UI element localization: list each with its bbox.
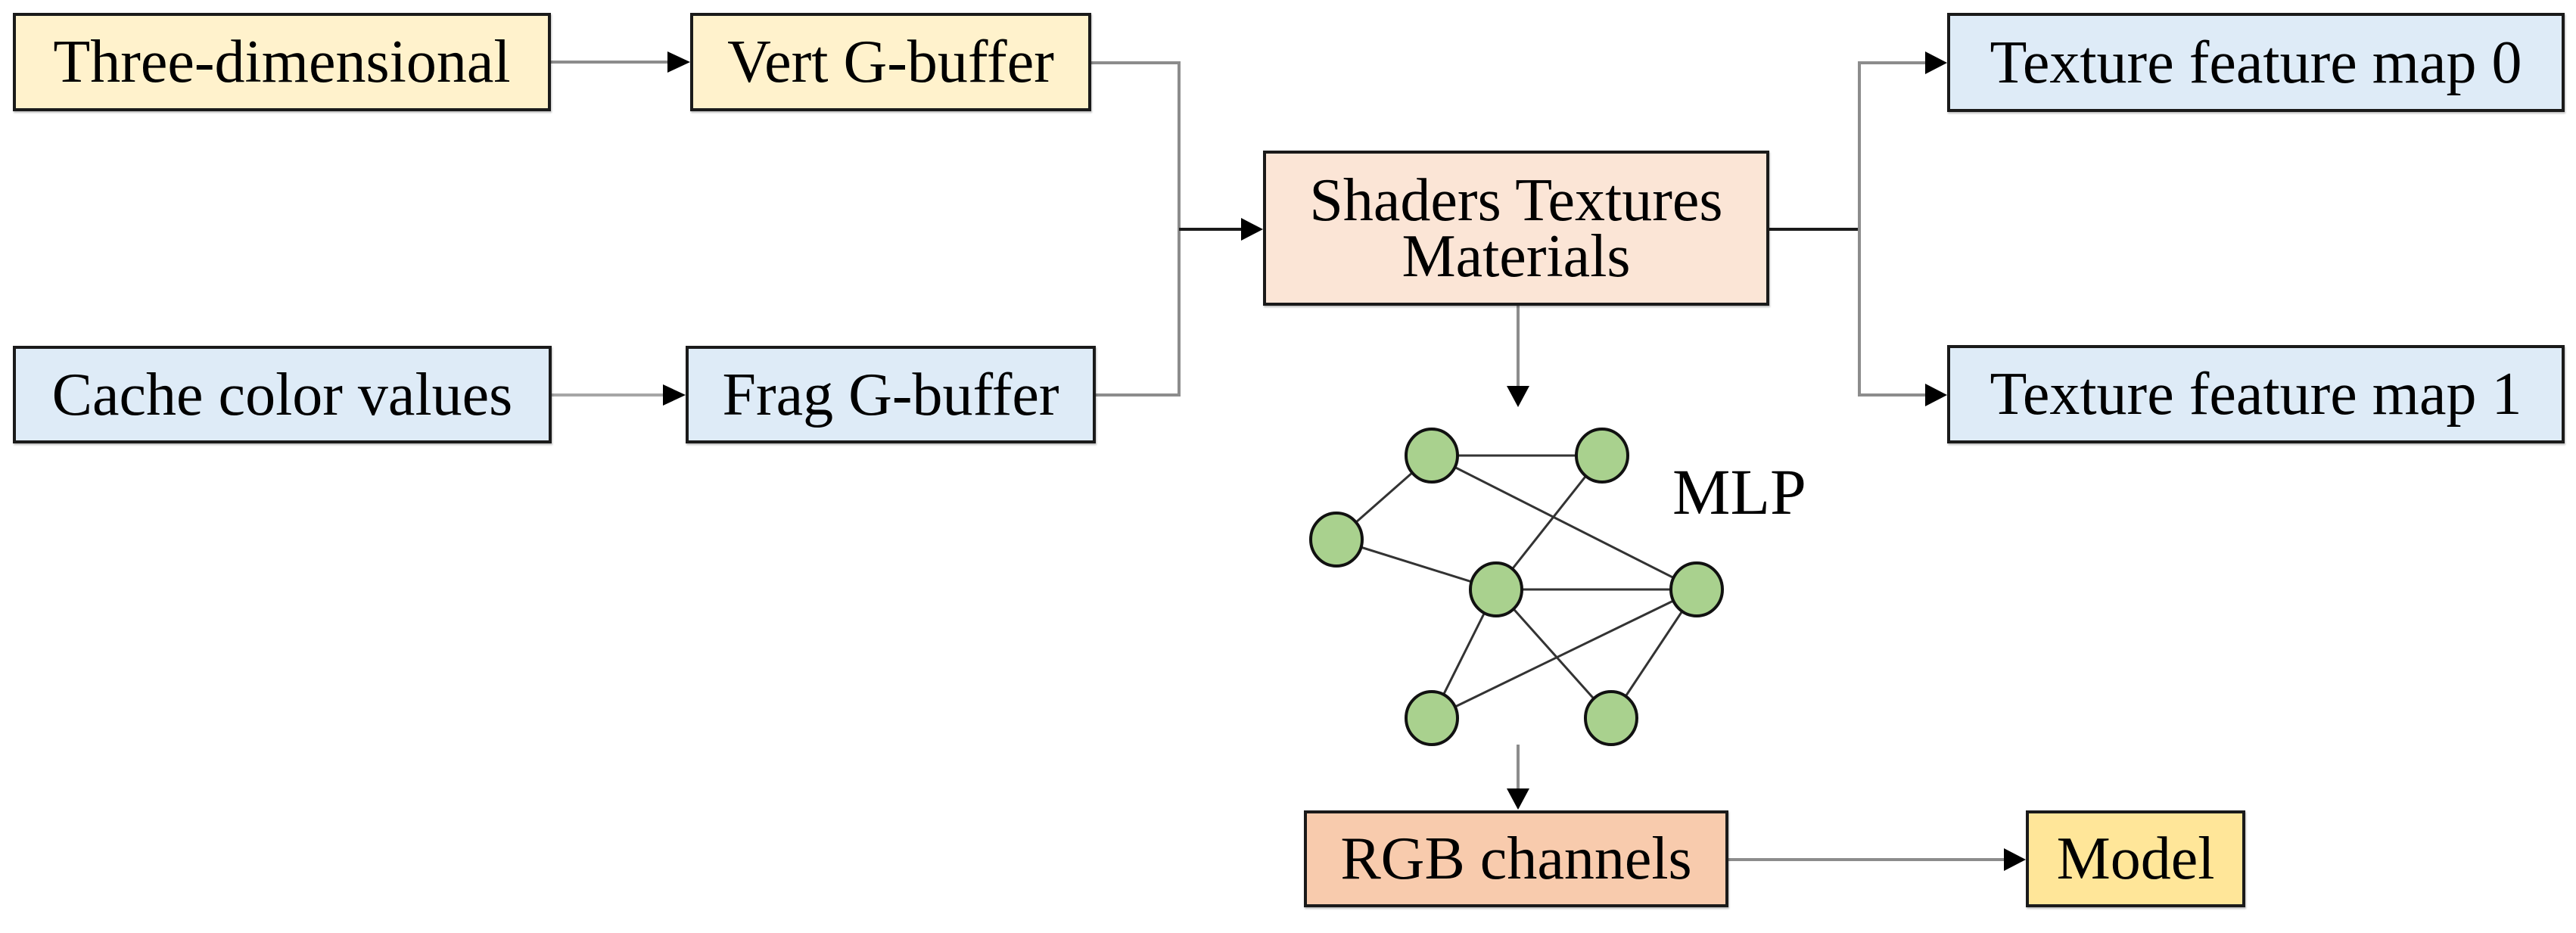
mlp-edge <box>1431 588 1697 720</box>
mlp-edge <box>1336 538 1497 591</box>
mlp-node <box>1584 690 1638 746</box>
box-shaders-textures-materials[interactable]: Shaders Textures Materials <box>1263 151 1769 306</box>
box-label: Shaders Textures Materials <box>1309 166 1723 290</box>
arrowhead-icon <box>1925 51 1947 74</box>
mlp-node <box>1309 512 1364 568</box>
box-cache-color-values[interactable]: Cache color values <box>13 346 552 443</box>
mlp-edge <box>1495 455 1604 590</box>
box-label: Texture feature map 0 <box>1990 29 2522 96</box>
arrowhead-icon <box>667 51 690 73</box>
mlp-node <box>1405 428 1459 484</box>
mlp-node <box>1469 561 1523 617</box>
box-label: Model <box>2056 826 2215 892</box>
box-label: Frag G-buffer <box>722 361 1059 428</box>
connector-vert-to-junction <box>1091 61 1181 229</box>
arrowhead-icon <box>1925 384 1947 406</box>
mlp-edge <box>1431 454 1697 591</box>
connector-frag-to-junction <box>1096 229 1181 397</box>
box-rgb-channels[interactable]: RGB channels <box>1304 810 1728 907</box>
box-three-dimensional[interactable]: Three-dimensional <box>13 13 551 111</box>
arrowhead-icon <box>1507 386 1529 407</box>
box-model[interactable]: Model <box>2026 810 2245 907</box>
box-label: RGB channels <box>1340 826 1692 892</box>
connector-junction-to-map-1 <box>1858 229 1927 397</box>
box-vert-gbuffer[interactable]: Vert G-buffer <box>690 13 1091 111</box>
mlp-edge <box>1495 589 1613 719</box>
mlp-node <box>1669 561 1724 617</box>
box-frag-gbuffer[interactable]: Frag G-buffer <box>686 346 1096 443</box>
mlp-nodes <box>1309 428 1724 746</box>
connector-junction-to-map-0 <box>1858 61 1927 229</box>
arrowhead-icon <box>1507 788 1529 810</box>
box-label: Three-dimensional <box>53 29 511 95</box>
box-texture-feature-map-0[interactable]: Texture feature map 0 <box>1947 13 2565 112</box>
box-label: Vert G-buffer <box>727 29 1054 95</box>
mlp-node <box>1405 690 1459 746</box>
arrowhead-icon <box>1241 218 1263 241</box>
mlp-label: MLP <box>1672 456 1806 528</box>
arrowhead-icon <box>2004 848 2026 871</box>
box-label: Texture feature map 1 <box>1990 361 2522 428</box>
arrowhead-icon <box>663 384 686 406</box>
mlp-node <box>1575 428 1629 484</box>
box-label: Cache color values <box>51 361 513 428</box>
box-texture-feature-map-1[interactable]: Texture feature map 1 <box>1947 345 2565 443</box>
